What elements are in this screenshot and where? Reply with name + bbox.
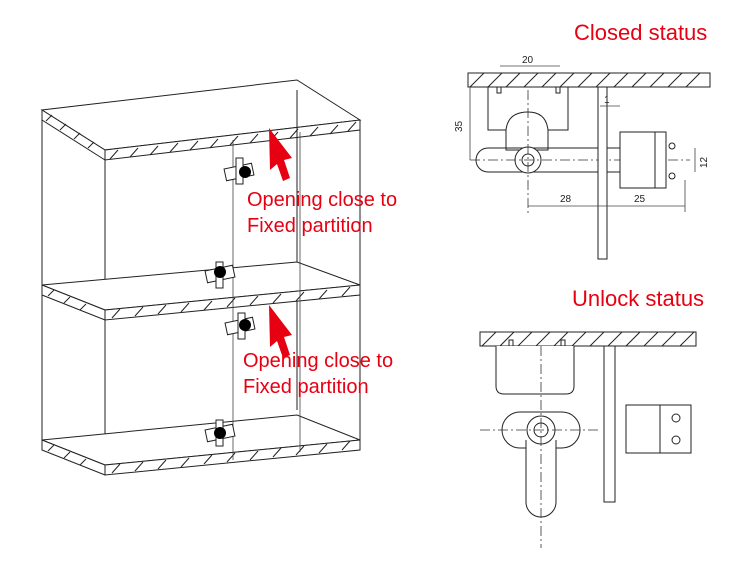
dim-12: 12 — [699, 156, 710, 168]
red-arrow-icon — [269, 128, 292, 181]
dim-35: 35 — [454, 120, 465, 132]
lock-lower-bottom — [204, 419, 236, 447]
unlock-status-title: Unlock status — [572, 286, 704, 311]
lock-knob-icon — [239, 166, 251, 178]
cabinet-middle-shelf — [41, 261, 361, 321]
lock-knob-icon — [239, 319, 251, 331]
callout-bottom-line2: Fixed partition — [243, 376, 369, 398]
red-arrow-icon — [269, 305, 292, 358]
callout-top-line1: Opening close to — [247, 189, 397, 211]
cabinet-top-panel — [40, 79, 362, 161]
unlock-status-drawing — [479, 331, 697, 548]
callout-bottom-line1: Opening close to — [243, 350, 393, 372]
dim-20: 20 — [522, 55, 534, 66]
closed-status-drawing: 20 35 1 12 28 25 — [454, 55, 711, 260]
callout-top-line2: Fixed partition — [247, 215, 373, 237]
cabinet-drawing — [40, 79, 362, 476]
lock-lower-top — [224, 312, 256, 340]
lock-upper-bottom — [204, 261, 236, 289]
dim-28: 28 — [560, 194, 572, 205]
closed-status-title: Closed status — [574, 20, 707, 45]
lock-knob-icon — [214, 266, 226, 278]
lock-knob-icon — [214, 427, 226, 439]
dim-1: 1 — [604, 95, 610, 106]
cabinet-bottom-panel — [41, 414, 361, 476]
lock-upper-top — [223, 157, 255, 185]
dim-25: 25 — [634, 194, 646, 205]
